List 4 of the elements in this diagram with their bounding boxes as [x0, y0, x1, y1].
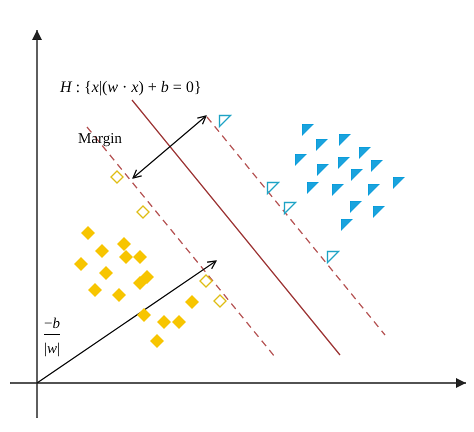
margin-label: Margin	[78, 132, 122, 147]
fraction-numerator: −b	[44, 317, 60, 335]
fraction-denominator: |w|	[44, 342, 60, 357]
hyperplane-equation: H : {x|(w · x) + b = 0}	[60, 80, 202, 96]
